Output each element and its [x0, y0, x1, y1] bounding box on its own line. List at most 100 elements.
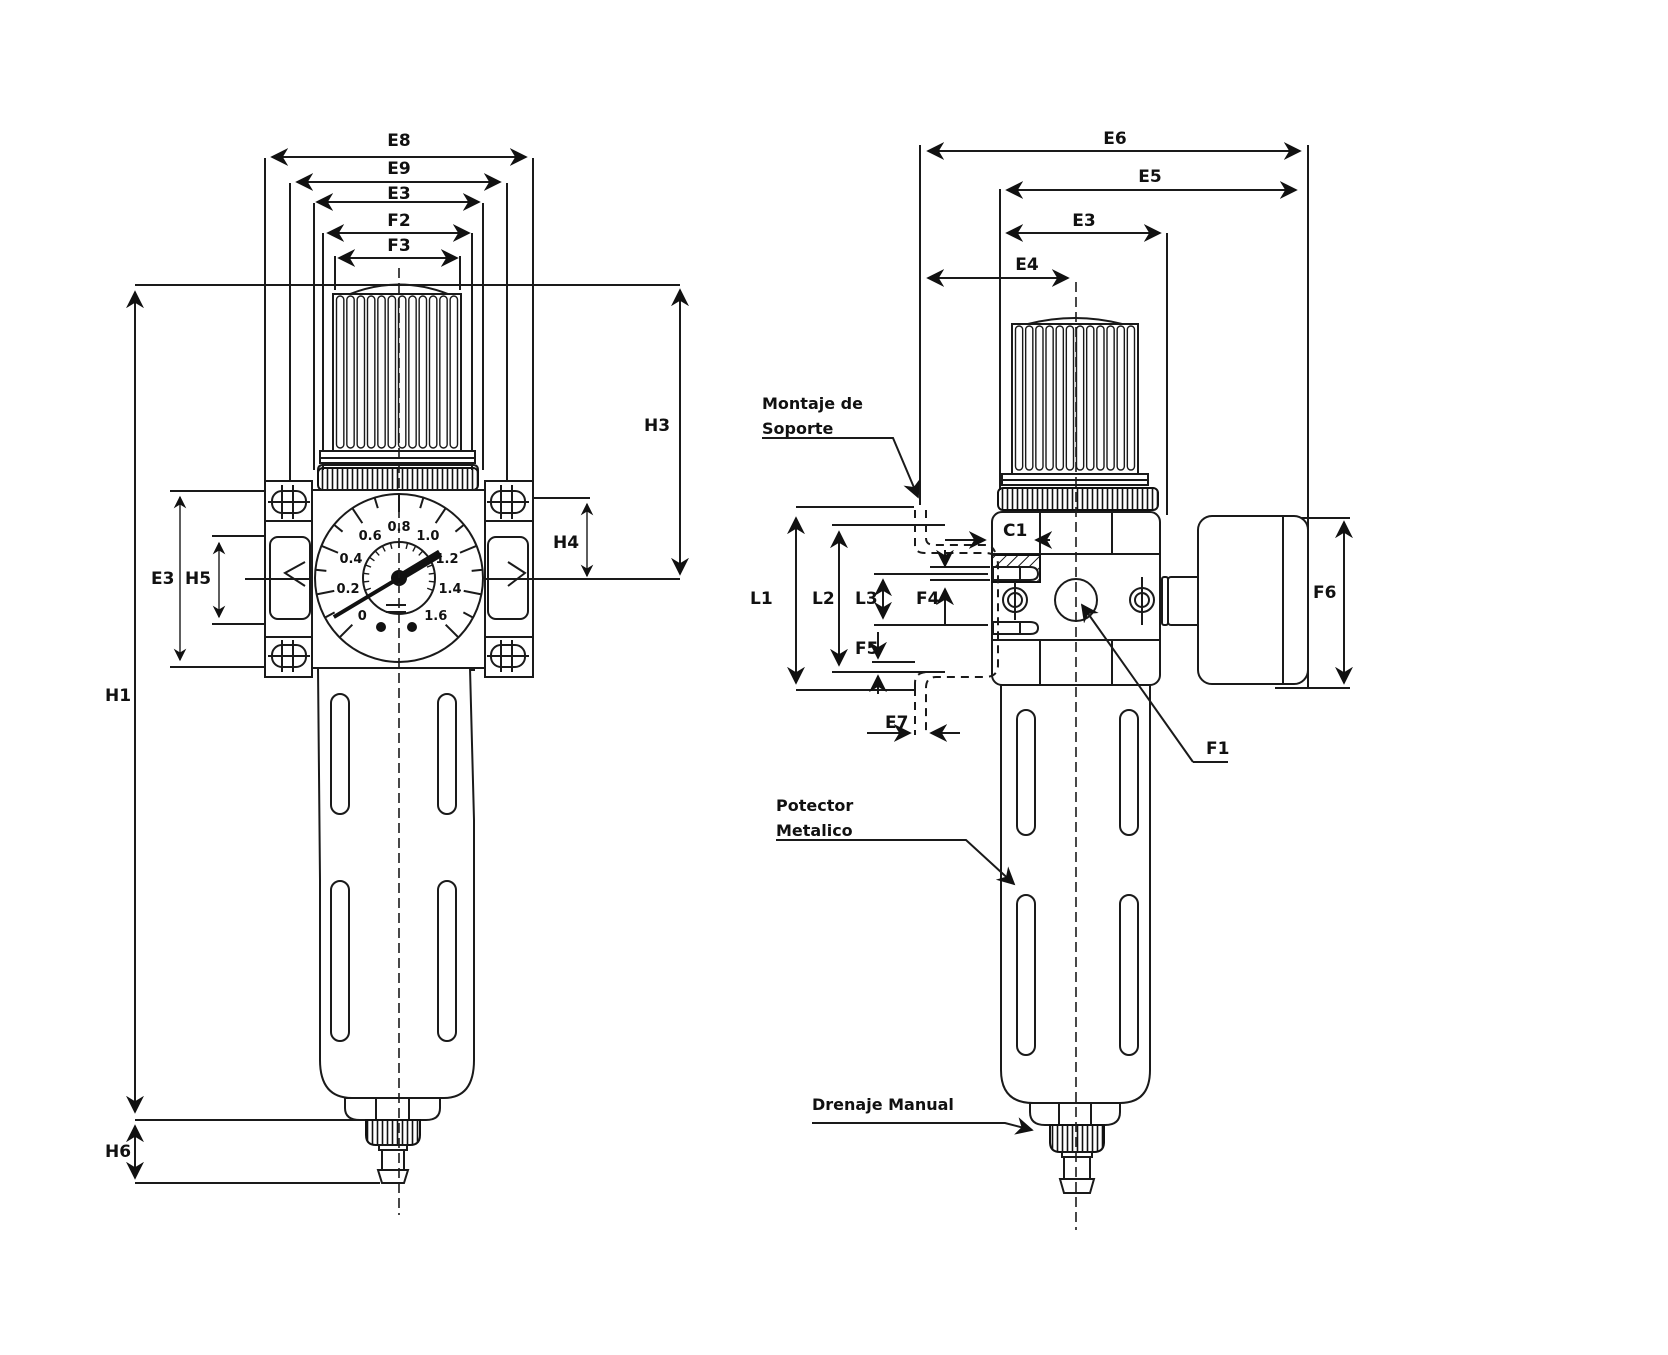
label-E9: E9: [387, 159, 410, 179]
label-H6: H6: [105, 1142, 131, 1162]
callout-mounting-bracket: Montaje de Soporte: [762, 394, 920, 499]
gauge-tick: [324, 611, 336, 619]
knob-rib: [1116, 325, 1126, 471]
mounting-hole-icons: [268, 485, 529, 672]
callout-guard-line1: Potector: [776, 796, 853, 815]
gauge-scale-label: 0.6: [359, 529, 382, 544]
knob-rib: [397, 295, 407, 449]
label-F5: F5: [855, 639, 878, 659]
knob-rib: [1045, 325, 1054, 471]
label-F4: F4: [916, 589, 940, 609]
gauge-tick: [419, 497, 425, 509]
gauge-tick: [459, 544, 477, 554]
gauge-tick: [338, 623, 354, 639]
gauge-inner-tick: [374, 550, 380, 556]
gauge-tick: [462, 611, 474, 619]
gauge-scale-label: 1.6: [424, 609, 447, 624]
callout-bracket-line2: Soporte: [762, 419, 834, 438]
filter-bowl: [316, 667, 475, 1184]
mounting-bracket-outline: [914, 510, 999, 735]
front-dimension-arrows: [126, 148, 689, 1180]
knob-rib: [335, 295, 345, 449]
gauge-inner-tick: [381, 545, 386, 552]
knob-rib: [408, 295, 417, 449]
knob-rib: [439, 295, 448, 449]
knob-rib: [346, 295, 355, 449]
side-dimension-arrows: [926, 142, 1353, 689]
gauge-tick: [316, 589, 335, 596]
callout-drain: Drenaje Manual: [812, 1095, 954, 1114]
gauge-scale-label: 0.4: [339, 552, 362, 567]
label-H5: H5: [185, 569, 211, 589]
gauge-inner-tick: [418, 550, 424, 556]
knob-rib: [1075, 325, 1085, 471]
side-view: E6 E5 E3 E4 F6: [750, 129, 1353, 1230]
label-E7: E7: [885, 713, 908, 733]
label-F3: F3: [387, 236, 410, 256]
gauge-inner-tick: [426, 587, 434, 591]
gauge-tick: [434, 507, 447, 524]
adjustment-knob: [317, 283, 479, 491]
label-L1: L1: [750, 589, 773, 609]
gauge-tick: [333, 523, 344, 533]
label-F2: F2: [387, 211, 410, 231]
callout-bracket-line1: Montaje de: [762, 394, 863, 413]
side-filter-bowl: [1000, 684, 1151, 1194]
side-regulator-body: [991, 511, 1309, 686]
gauge-tick: [463, 589, 482, 596]
label-H1: H1: [105, 686, 131, 706]
label-E4: E4: [1015, 255, 1039, 275]
gauge-inner-tick: [369, 556, 375, 562]
gauge-inner-tick: [426, 564, 433, 568]
label-E3-top: E3: [387, 184, 410, 204]
knob-rib: [1096, 325, 1105, 471]
label-E6: E6: [1103, 129, 1126, 149]
front-view: E8 E9 E3 F2 F3 H1 H3 H4 E3 H5 H6: [105, 131, 689, 1215]
label-H4: H4: [553, 533, 579, 553]
knob-rib: [1035, 325, 1044, 471]
gauge-inner-tick: [428, 572, 435, 575]
knob-rib: [356, 295, 366, 449]
leader-F1: [1080, 603, 1228, 763]
gauge-tick: [471, 568, 483, 572]
label-E5: E5: [1138, 167, 1161, 187]
knob-rib: [377, 295, 386, 449]
gauge-scale-label: 0: [358, 609, 367, 624]
knob-rib: [1055, 325, 1065, 471]
callout-metal-guard: Potector Metalico: [776, 796, 1016, 886]
gauge-scale-label: 1.0: [416, 529, 439, 544]
callout-guard-line2: Metalico: [776, 821, 853, 840]
knob-rib: [418, 295, 428, 449]
bracket-dimensions: [787, 506, 1053, 742]
gauge-scale-label: 0.2: [336, 582, 359, 597]
gauge-tick: [351, 507, 364, 524]
gauge-tick: [454, 523, 465, 533]
label-F1: F1: [1206, 739, 1229, 759]
gauge-scale-label: 1.4: [438, 582, 461, 597]
label-E3-side: E3: [1072, 211, 1095, 231]
right-port-arrow-icon: [507, 561, 527, 587]
side-adjustment-knob: [997, 317, 1159, 511]
knob-rib: [1106, 325, 1115, 471]
gauge-inner-tick: [364, 587, 372, 591]
label-F6: F6: [1313, 583, 1336, 603]
knob-rib: [366, 295, 376, 449]
gauge-inner-tick: [428, 580, 435, 583]
knob-rib: [428, 295, 438, 449]
gauge-needle: [332, 576, 401, 619]
knob-rib: [1014, 325, 1024, 471]
label-C1: C1: [1003, 521, 1027, 541]
knob-rib: [1065, 325, 1075, 471]
gauge-tick: [444, 623, 460, 639]
label-E3-side: E3: [151, 569, 174, 589]
knob-rib: [1085, 325, 1095, 471]
label-H3: H3: [644, 416, 670, 436]
knob-rib: [387, 295, 397, 449]
knob-rib: [1024, 325, 1034, 471]
gauge-inner-tick: [363, 572, 370, 575]
gauge-inner-tick: [389, 542, 393, 550]
gauge-tick: [315, 568, 327, 572]
gauge-inner-tick: [412, 545, 417, 552]
gauge-tick: [373, 497, 379, 509]
